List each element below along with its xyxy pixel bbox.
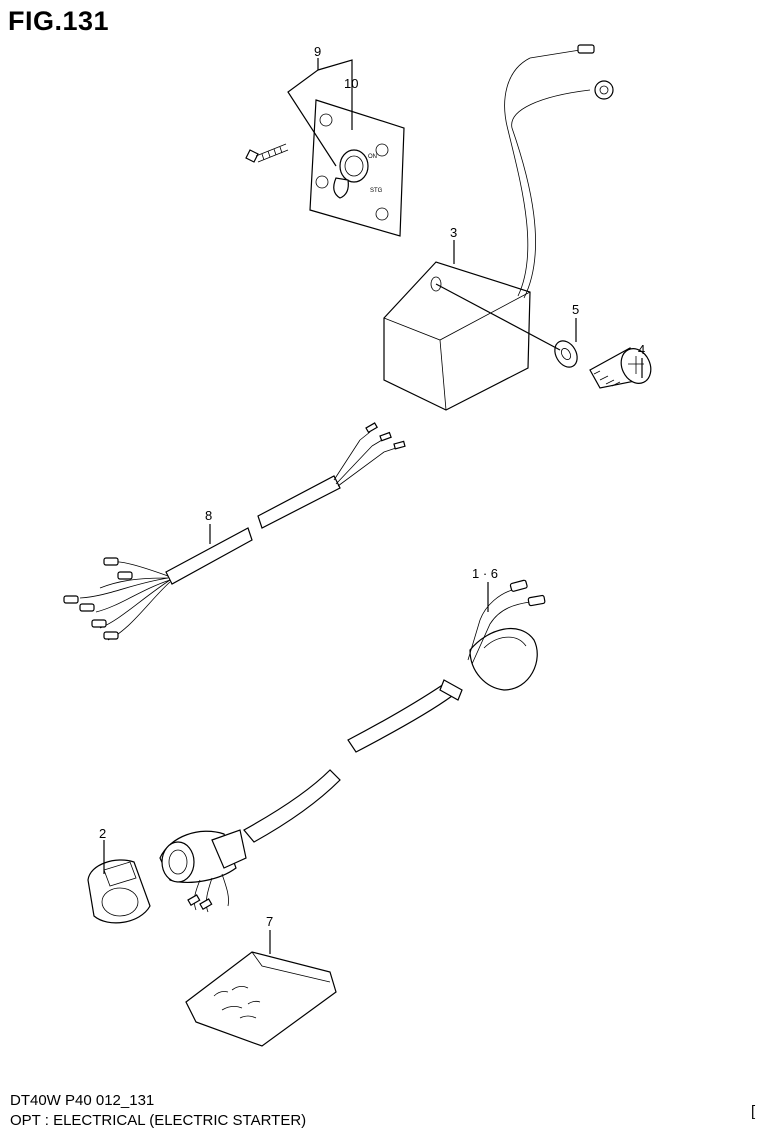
callout-1-6: 1 · 6 [472,566,498,581]
callout-3: 3 [450,225,457,240]
callout-10: 10 [344,76,358,91]
relay-box-part[interactable] [383,44,614,411]
figure-title: FIG.131 [8,6,110,36]
callout-4: 4 [638,342,645,357]
main-harness-part[interactable] [243,579,546,843]
svg-text:STG: STG [370,188,383,194]
callout-8: 8 [205,508,212,523]
bolt-part[interactable] [589,344,656,389]
callout-5: 5 [572,302,579,317]
corner-mark: [ [751,1103,756,1120]
leader-axis [435,283,561,351]
parts-bag-part[interactable] [185,951,337,1047]
leader-10-bracket [317,59,353,130]
callout-2: 2 [99,826,106,841]
washer-part[interactable] [550,337,581,371]
diagram-code: DT40W P40 012_131 [10,1092,155,1109]
cap-part[interactable] [87,859,151,924]
leader-9 [287,58,337,167]
wire-harness-part[interactable] [63,422,406,641]
callout-7: 7 [266,914,273,929]
diagram-description: OPT : ELECTRICAL (ELECTRIC STARTER) [10,1112,307,1129]
screw-part[interactable] [245,143,289,163]
svg-text:ON: ON [368,154,377,160]
switch-panel-part[interactable]: ON STG [309,99,405,237]
main-switch-part[interactable] [159,829,247,913]
callout-9: 9 [314,44,321,59]
